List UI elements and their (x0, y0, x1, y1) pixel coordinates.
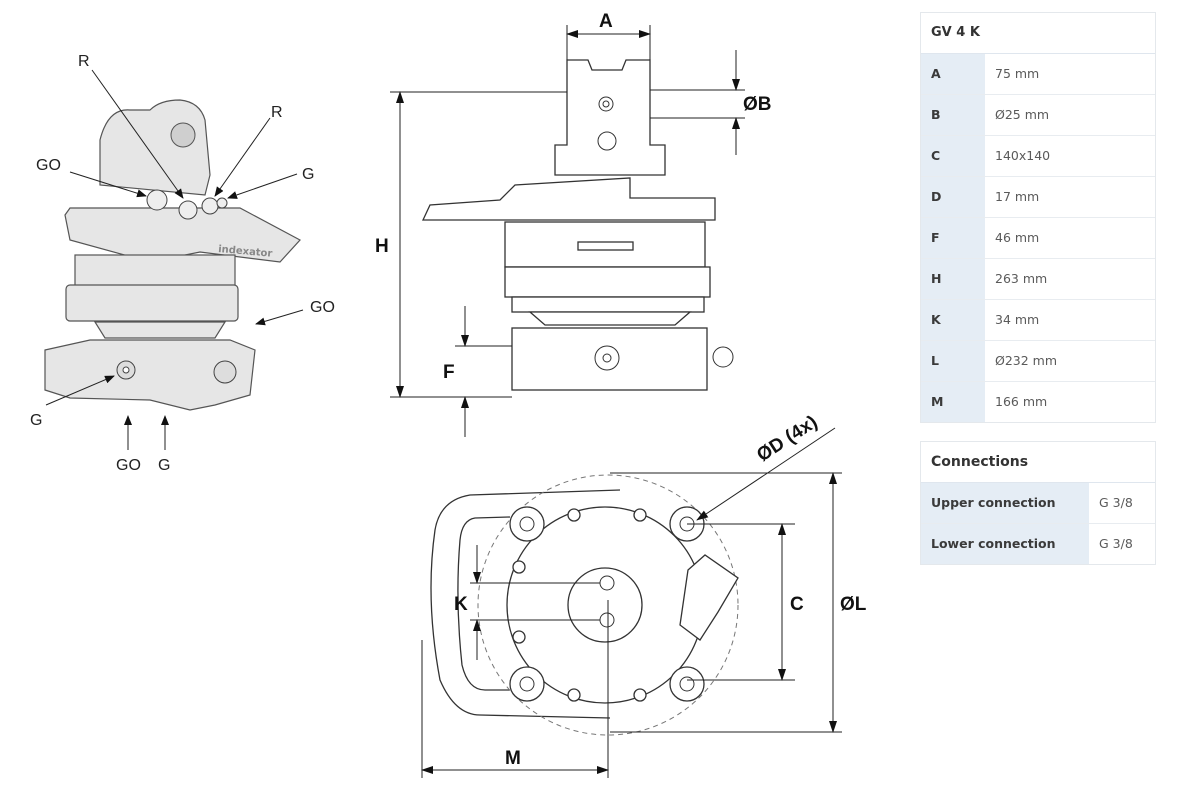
dim-value: 166 mm (995, 394, 1048, 409)
callout-g-bottom-left: G (30, 412, 42, 429)
dim-value: 75 mm (995, 66, 1040, 81)
bottom-view: ØD (4x) K C ØL M (421, 412, 867, 778)
dim-label-l: ØL (840, 594, 867, 615)
side-neck (528, 311, 692, 326)
dim-label-f: F (443, 362, 455, 383)
table-row: K 34 mm (921, 300, 1155, 341)
connections-title: Connections (921, 442, 1155, 483)
side-pin-hole-inner (602, 100, 610, 108)
table-row: H 263 mm (921, 259, 1155, 300)
dim-key: H (921, 259, 985, 299)
model-title: GV 4 K (921, 13, 1155, 54)
side-bolts (511, 296, 705, 313)
connection-label: Upper connection (921, 483, 1089, 523)
mount-hole (519, 676, 535, 692)
lug-hole (170, 122, 196, 148)
top-plate (64, 207, 301, 263)
side-ring (504, 266, 711, 298)
table-row: D 17 mm (921, 177, 1155, 218)
dim-key: K (921, 300, 985, 340)
connections-table: Connections Upper connection G 3/8 Lower … (920, 441, 1156, 565)
center-hub (567, 567, 643, 643)
port-r-left (178, 200, 198, 220)
rotator-base (44, 339, 256, 411)
callout-go-top: GO (36, 157, 61, 174)
rotator-neck (93, 321, 227, 339)
dim-label-m: M (505, 748, 521, 769)
table-row: M 166 mm (921, 382, 1155, 422)
callout-g-bottom: G (158, 457, 170, 474)
table-row: B Ø25 mm (921, 95, 1155, 136)
dim-label-b: ØB (743, 94, 772, 115)
dim-value: 17 mm (995, 189, 1040, 204)
connection-label: Lower connection (921, 524, 1089, 564)
side-plate (421, 177, 716, 221)
isometric-view: indexator R R GO G GO G GO G (30, 53, 335, 474)
dim-value: Ø25 mm (995, 107, 1050, 122)
side-plug (712, 346, 734, 368)
side-base-port-inner (602, 353, 612, 363)
table-row: F 46 mm (921, 218, 1155, 259)
side-lug (554, 59, 666, 176)
dim-value: 46 mm (995, 230, 1040, 245)
callout-r-right: R (271, 104, 283, 121)
dim-label-h: H (375, 236, 389, 257)
rotator-ring (65, 284, 239, 322)
dim-value: 263 mm (995, 271, 1048, 286)
dim-label-c: C (790, 594, 804, 615)
side-valve (679, 554, 739, 641)
side-port (597, 131, 617, 151)
dim-value: 34 mm (995, 312, 1040, 327)
dim-label-k: K (454, 594, 468, 615)
plug-go-side (213, 360, 237, 384)
dim-key: F (921, 218, 985, 258)
dim-key: M (921, 382, 985, 422)
dim-value: Ø232 mm (995, 353, 1058, 368)
rotator-lug (99, 99, 211, 196)
flange-bolts (512, 508, 647, 702)
table-row: C 140x140 (921, 136, 1155, 177)
side-window (577, 241, 634, 251)
table-row: Upper connection G 3/8 (921, 483, 1155, 524)
dim-value: 140x140 (995, 148, 1051, 163)
connection-value: G 3/8 (1099, 495, 1133, 510)
dim-label-d: ØD (4x) (753, 412, 821, 466)
dim-key: D (921, 177, 985, 217)
dim-key: C (921, 136, 985, 176)
port-go-top (146, 189, 168, 211)
side-view: A ØB H F (375, 11, 772, 437)
dim-key: A (921, 54, 985, 94)
callout-g-top: G (302, 166, 314, 183)
outer-diameter-circle (477, 474, 739, 736)
center-port-lower (599, 612, 615, 628)
table-row: Lower connection G 3/8 (921, 524, 1155, 564)
port-r-right (201, 197, 219, 215)
table-row: L Ø232 mm (921, 341, 1155, 382)
connection-value: G 3/8 (1099, 536, 1133, 551)
callout-go-side: GO (310, 299, 335, 316)
mount-hole (679, 676, 695, 692)
callout-go-bottom: GO (116, 457, 141, 474)
center-port-upper (599, 575, 615, 591)
port-g-lower-bore (122, 366, 130, 374)
bottom-plate-inner (457, 516, 511, 691)
table-row: A 75 mm (921, 54, 1155, 95)
dim-key: B (921, 95, 985, 135)
port-g-top (216, 197, 228, 209)
mount-hole (519, 516, 535, 532)
callout-r-left: R (78, 53, 90, 70)
dim-key: L (921, 341, 985, 381)
mounting-lobes (509, 506, 705, 702)
dim-label-a: A (599, 11, 613, 32)
